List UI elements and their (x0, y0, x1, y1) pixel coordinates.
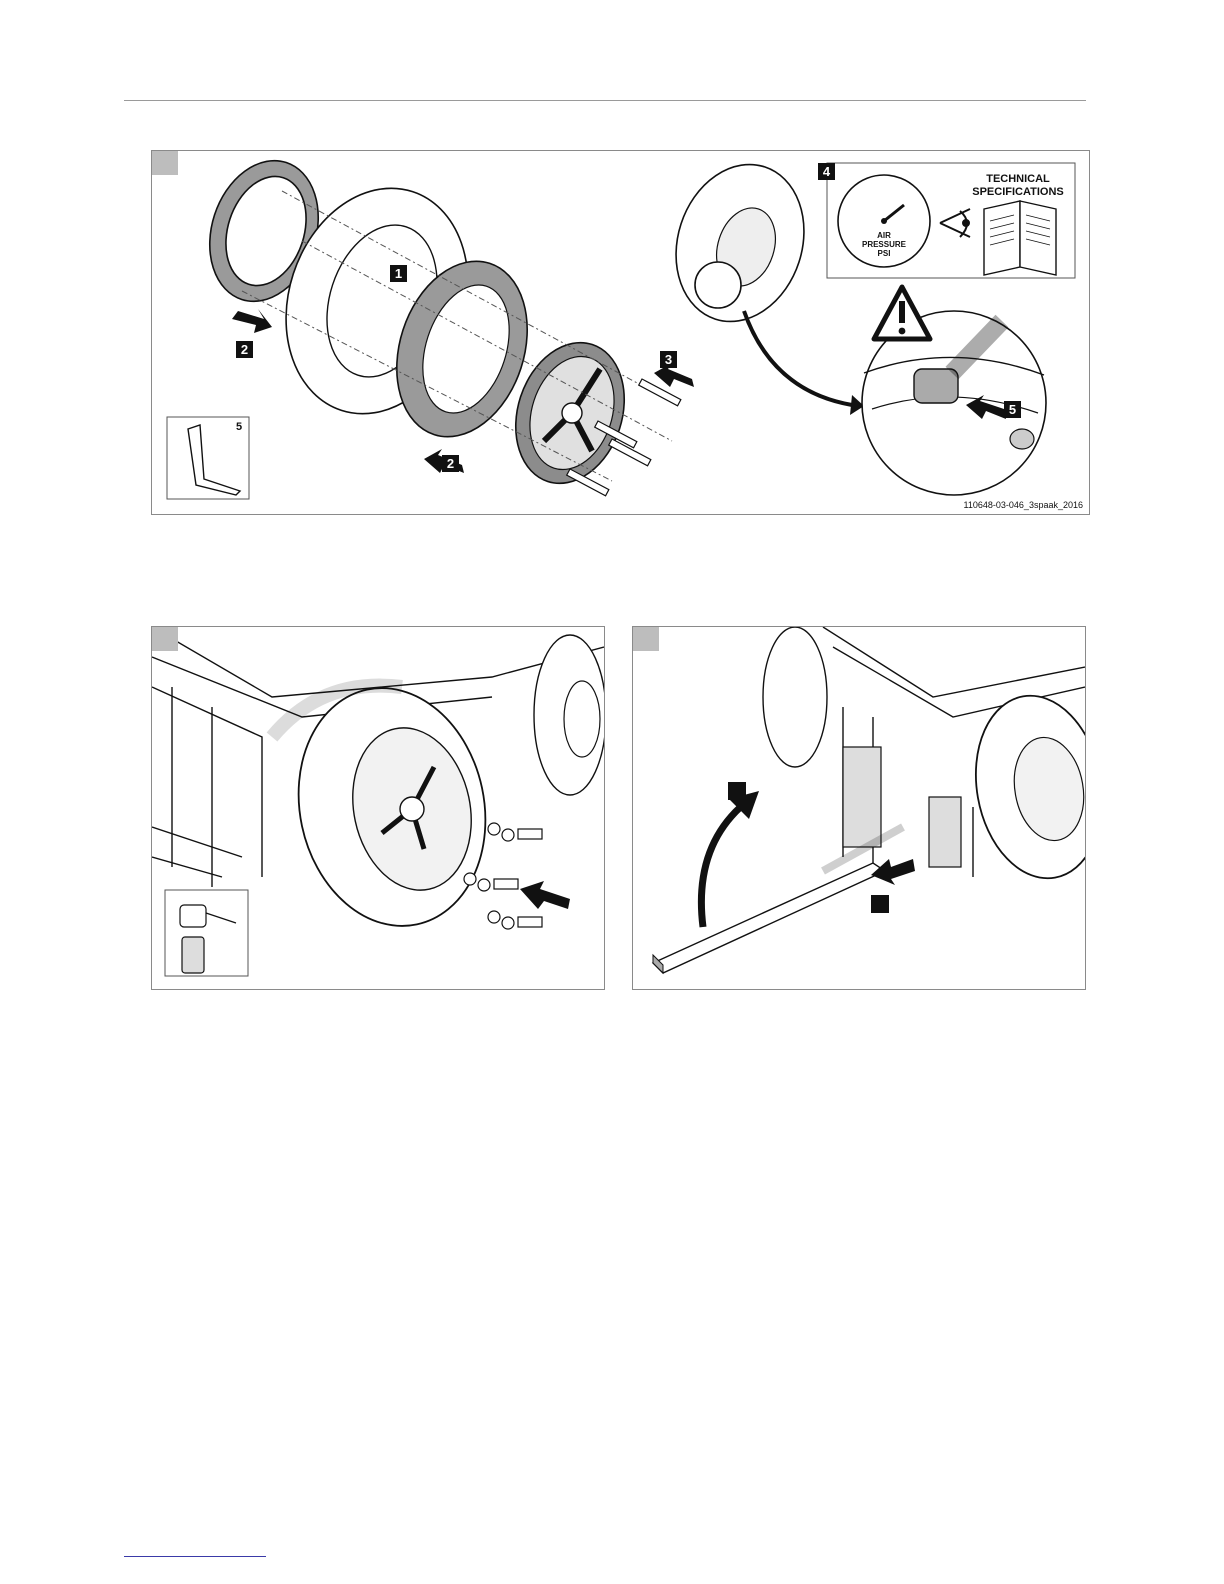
figure-tab (633, 627, 659, 651)
callout-5: 5 (1004, 401, 1021, 418)
spec-label: TECHNICAL SPECIFICATIONS (964, 173, 1072, 199)
callout-4: 4 (818, 163, 835, 180)
tool-number: 5 (236, 421, 242, 433)
image-code: 110648-03-046_3spaak_2016 (964, 500, 1083, 510)
step-marker-a (728, 782, 746, 800)
footer-link-rule (124, 1556, 266, 1557)
callout-3: 3 (660, 351, 677, 368)
lever-bar (653, 863, 885, 973)
curved-arrow-icon (744, 311, 852, 405)
figure-wheel-disassembly: 1 2 2 3 4 5 TECHNICAL SPECIFICATIONS AIR… (151, 150, 1090, 515)
wheel-disassembly-illustration (152, 151, 1089, 514)
callout-2a: 2 (236, 341, 253, 358)
warning-triangle-icon (874, 287, 930, 339)
manual-book-icon (984, 201, 1056, 275)
tool-inset (165, 890, 248, 976)
curved-arrow-icon (701, 803, 745, 927)
gauge-label: AIR PRESSURE PSI (856, 231, 912, 258)
figure-lever-lift (632, 626, 1086, 990)
figure-tab (152, 151, 178, 175)
lever-lift-illustration (633, 627, 1085, 989)
header-rule (124, 100, 1086, 101)
push-arrow-icon (871, 859, 915, 885)
callout-1: 1 (390, 265, 407, 282)
step-marker-b (871, 895, 889, 913)
push-arrow-icon (520, 881, 570, 909)
figure-wheel-mount (151, 626, 605, 990)
callout-2b: 2 (442, 455, 459, 472)
figure-tab (152, 627, 178, 651)
wheel-mount-illustration (152, 627, 604, 989)
